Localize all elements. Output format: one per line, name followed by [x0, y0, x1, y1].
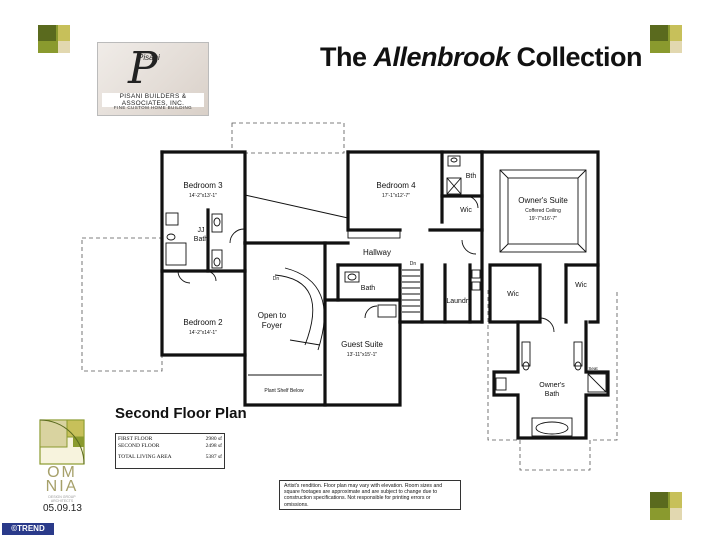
- label-jj: JJ: [198, 227, 205, 234]
- architect-subtitle: DESIGN GROUP ARCHITECTS: [48, 495, 76, 503]
- label-wic-b4: Wic: [460, 207, 472, 214]
- logo-company: PISANI BUILDERS & ASSOCIATES, INC.: [102, 93, 204, 107]
- trend-watermark: ©TREND: [2, 523, 54, 535]
- label-jj-bath: Bath: [194, 236, 209, 243]
- label-laundry: Laundry: [446, 298, 472, 305]
- label-bedroom3: Bedroom 3: [183, 181, 223, 190]
- corner-decoration-bottom-right: [650, 492, 682, 520]
- label-bath: Bath: [361, 285, 376, 292]
- label-dn-1: Dn: [273, 276, 280, 282]
- plan-date: 05.09.13: [43, 503, 82, 514]
- room-labels: Bedroom 3 14'-2"x13'-1" JJ Bath Bedroom …: [183, 173, 598, 398]
- logo-name: Pisani: [138, 53, 160, 62]
- builder-logo: P Pisani PISANI BUILDERS & ASSOCIATES, I…: [97, 42, 209, 116]
- label-owners: Owner's: [539, 382, 565, 389]
- label-dn-2: Dn: [410, 261, 417, 267]
- label-bedroom4: Bedroom 4: [376, 181, 416, 190]
- details: [165, 155, 607, 437]
- corner-decoration-top-right: [650, 25, 682, 53]
- floor-plan-label: Second Floor Plan: [115, 405, 247, 422]
- dims-owners-suite: 19'-7"x16'-7": [529, 216, 557, 222]
- dims-bedroom2: 14'-2"x14'-1": [189, 330, 217, 336]
- dims-bedroom4: 17'-1"x12'-7": [382, 193, 410, 199]
- label-coffered: Coffered Ceiling: [525, 208, 561, 214]
- label-plant-shelf: Plant Shelf Below: [264, 388, 304, 394]
- label-owners-bath: Bath: [545, 391, 560, 398]
- label-owners-suite: Owner's Suite: [518, 196, 568, 205]
- label-bth: Bth: [466, 173, 477, 180]
- corner-decoration-top-left: [38, 25, 70, 53]
- label-wic-o1: Wic: [507, 291, 519, 298]
- dims-guest-suite: 13'-11"x15'-1": [347, 352, 378, 358]
- page-title: The Allenbrook Collection: [320, 42, 643, 72]
- label-wic-o2: Wic: [575, 282, 587, 289]
- walls: [160, 150, 610, 440]
- label-open-to: Open to: [258, 311, 287, 320]
- label-bedroom2: Bedroom 2: [183, 318, 223, 327]
- dims-bedroom3: 14'-2"x13'-1": [189, 193, 217, 199]
- logo-letter: P: [128, 43, 158, 94]
- disclaimer-note: Artist's rendition. Floor plan may vary …: [279, 480, 461, 510]
- label-seat: Seat: [588, 366, 598, 371]
- dashed-outlines: [81, 122, 618, 471]
- spiral-icon: [39, 419, 85, 465]
- label-guest-suite: Guest Suite: [341, 340, 383, 349]
- square-footage-table: FIRST FLOOR 2980 sf SECOND FLOOR 2498 sf…: [115, 433, 225, 469]
- label-hallway: Hallway: [363, 248, 391, 257]
- logo-tagline: FINE CUSTOM HOME BUILDING: [113, 105, 193, 110]
- label-foyer: Foyer: [262, 321, 283, 330]
